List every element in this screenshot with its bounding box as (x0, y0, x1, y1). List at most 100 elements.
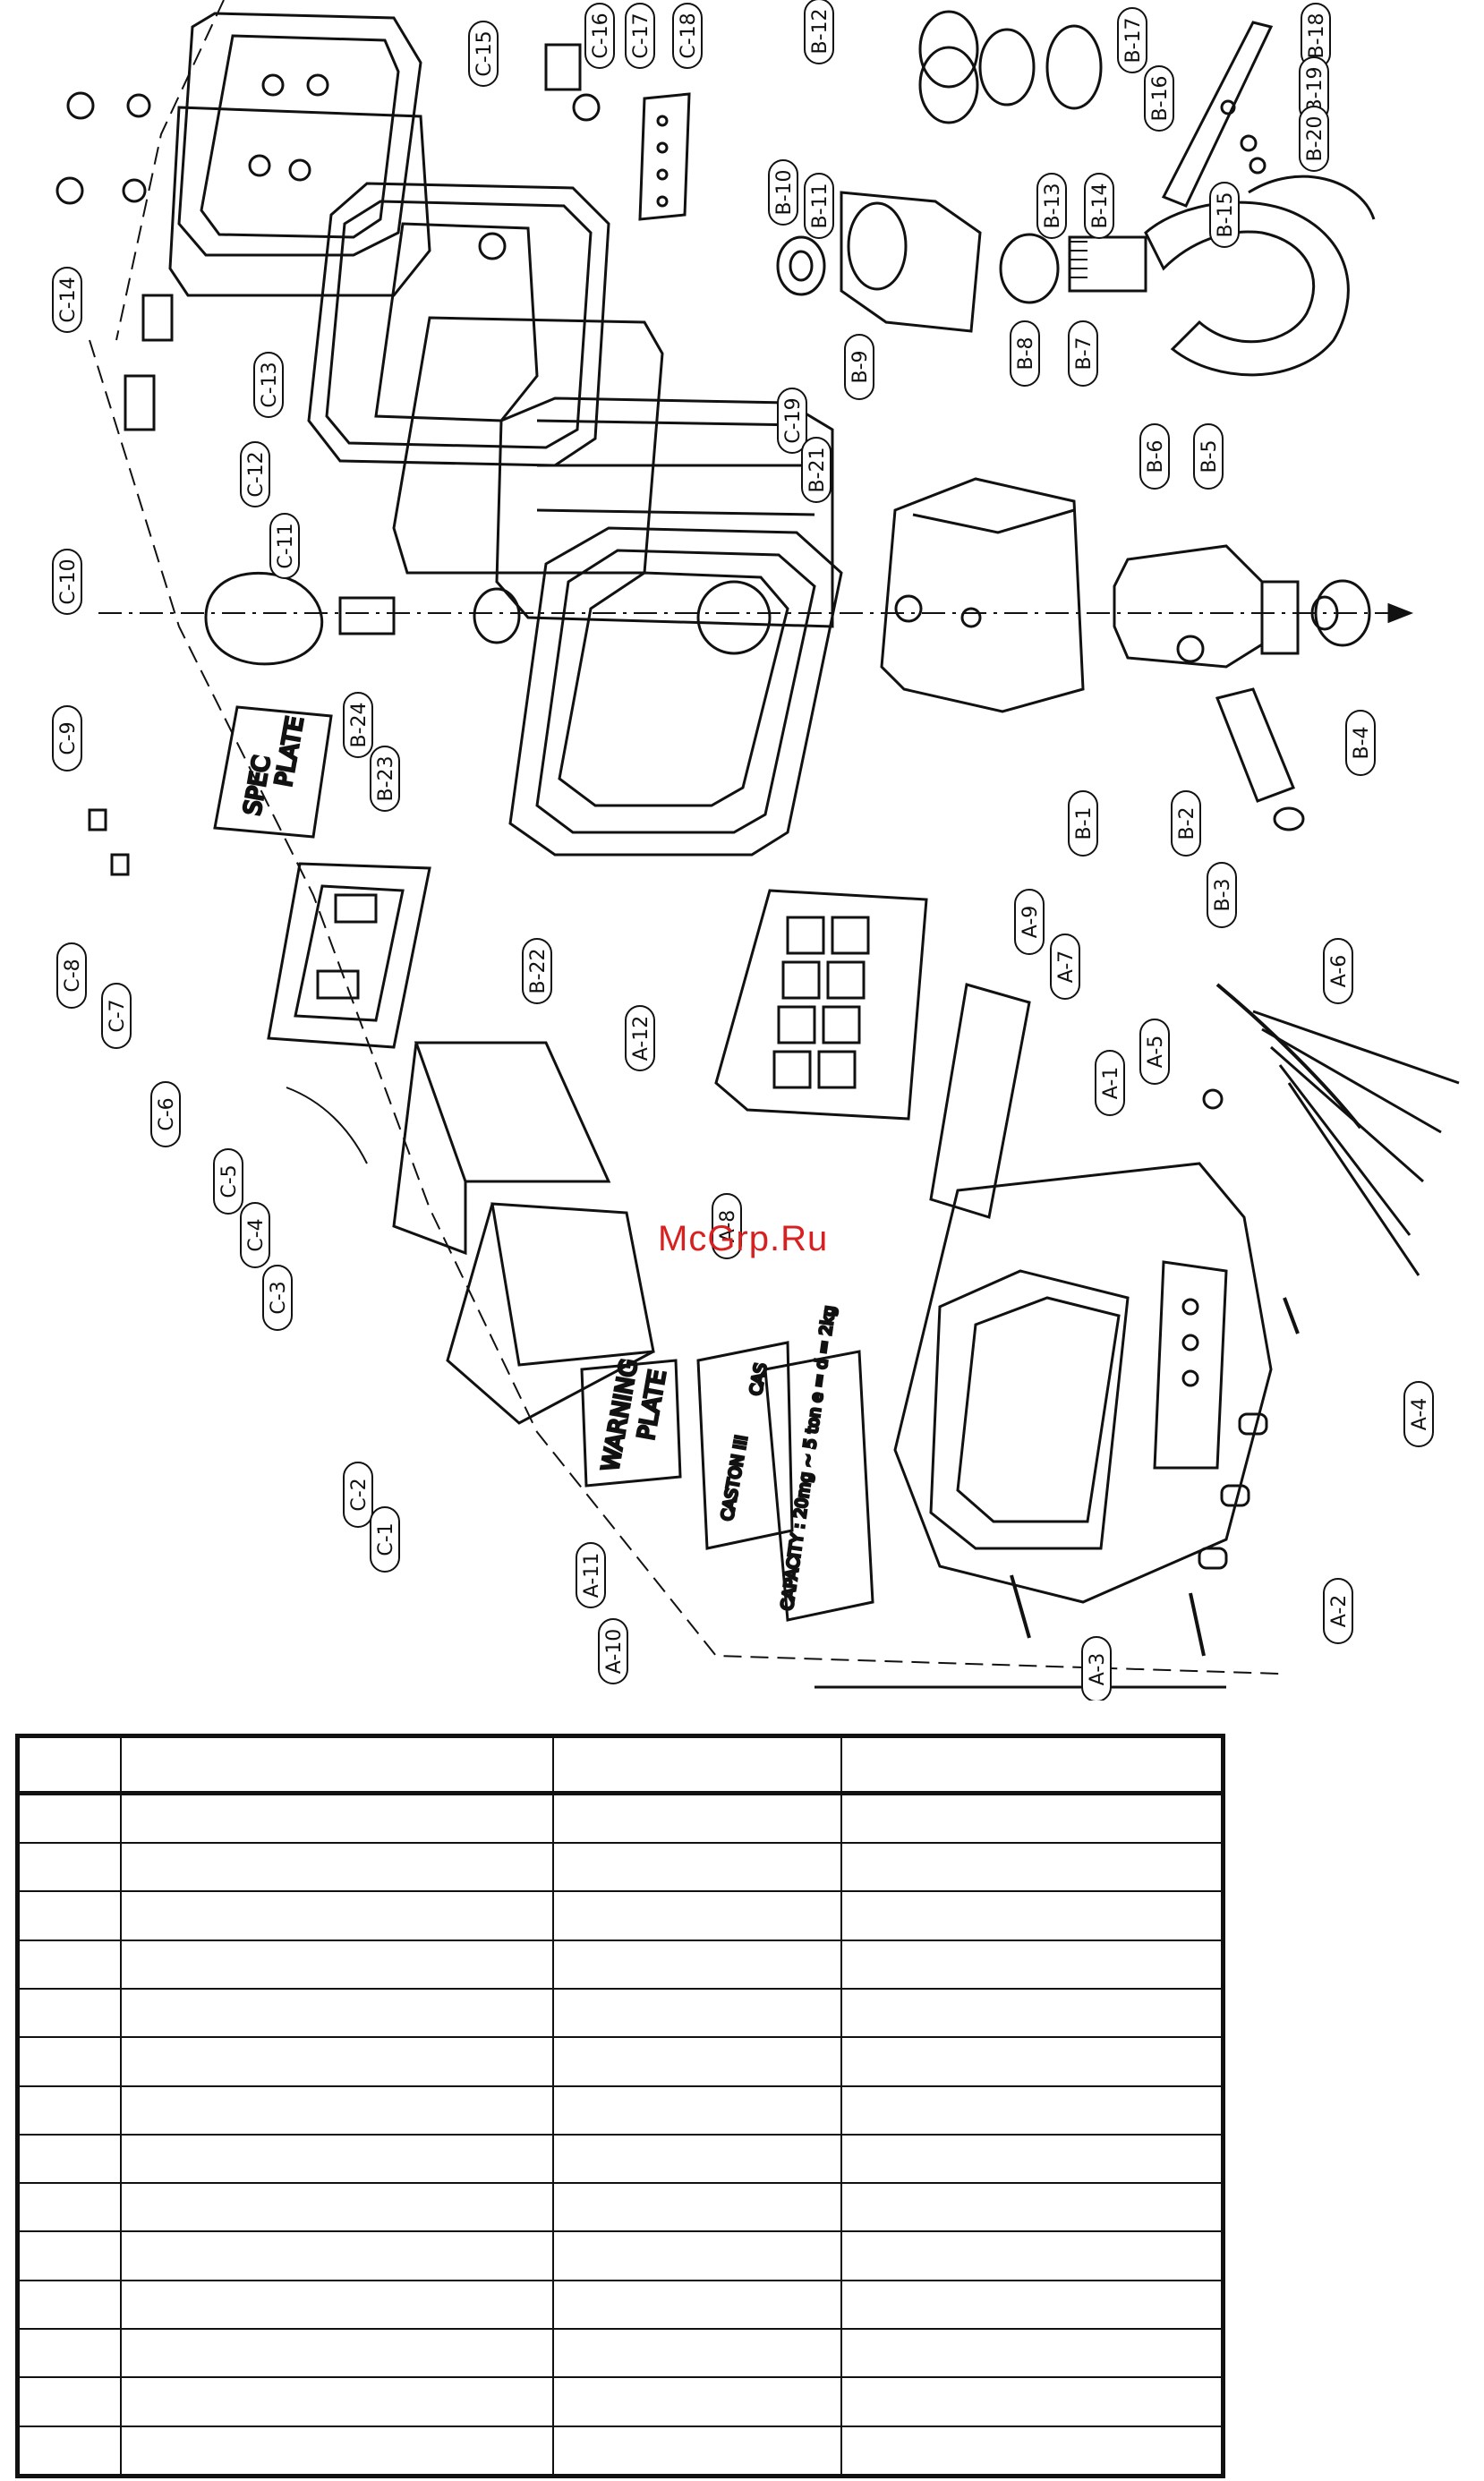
part-b14-ring (1045, 24, 1103, 110)
part-label-b-23: B-23 (370, 746, 400, 812)
table-row (16, 1939, 1224, 1990)
part-label-b-8: B-8 (1010, 320, 1040, 387)
table-cell (119, 2085, 554, 2136)
part-label-b-19: B-19 (1299, 56, 1329, 123)
part-label-c-14: C-14 (52, 267, 82, 333)
table-cell (551, 2425, 842, 2477)
part-label-b-15: B-15 (1209, 182, 1240, 248)
part-hook (1144, 200, 1350, 377)
part-label-text: A-5 (1145, 1036, 1167, 1069)
part-label-text: B-20 (1304, 115, 1326, 161)
table-cell (840, 1987, 1224, 2039)
part-label-c-9: C-9 (52, 705, 82, 772)
part-label-b-5: B-5 (1193, 423, 1224, 490)
table-cell (16, 1987, 122, 2039)
part-label-b-21: B-21 (801, 437, 832, 503)
table-row (16, 2036, 1224, 2087)
parts-table-body (16, 1735, 1224, 2477)
part-label-c-2: C-2 (343, 1462, 373, 1528)
part-label-text: C-6 (156, 1097, 178, 1130)
part-label-c-6: C-6 (150, 1081, 181, 1147)
part-label-text: B-7 (1073, 337, 1096, 370)
table-cell (551, 2230, 842, 2281)
table-cell (119, 2328, 554, 2379)
part-label-text: C-12 (245, 451, 268, 497)
part-a2-connector (1238, 1412, 1268, 1436)
table-cell (551, 2328, 842, 2379)
part-label-text: A-9 (1019, 906, 1042, 939)
part-label-b-6: B-6 (1139, 423, 1170, 490)
part-label-b-18: B-18 (1301, 3, 1331, 69)
table-cell (119, 1735, 554, 1795)
part-b4-nut (1314, 579, 1371, 647)
watermark: McGrp.Ru (658, 1219, 829, 1258)
part-label-text: C-8 (62, 959, 84, 992)
part-label-text: C-9 (57, 721, 80, 755)
part-label-text: C-16 (590, 13, 612, 58)
part-label-a-1: A-1 (1095, 1050, 1125, 1116)
table-row (16, 1792, 1224, 1845)
part-label-c-17: C-17 (625, 3, 655, 69)
table-cell (840, 2376, 1224, 2427)
spec-plate-line1: SPEC (239, 754, 276, 817)
part-label-b-20: B-20 (1299, 106, 1329, 172)
part-label-text: B-16 (1149, 75, 1172, 121)
part-label-text: B-19 (1304, 66, 1326, 112)
part-label-b-11: B-11 (804, 173, 834, 239)
part-label-b-10: B-10 (768, 159, 798, 226)
part-label-a-7: A-7 (1050, 934, 1080, 1000)
part-label-c-3: C-3 (262, 1265, 293, 1331)
part-label-text: A-11 (581, 1553, 603, 1599)
table-cell (551, 2182, 842, 2233)
part-label-b-12: B-12 (804, 0, 834, 64)
part-label-text: B-14 (1089, 183, 1112, 228)
part-label-a-4: A-4 (1403, 1381, 1434, 1447)
part-label-c-8: C-8 (56, 942, 87, 1009)
part-b24-eyebolt (204, 571, 324, 666)
part-label-text: B-11 (809, 183, 832, 228)
table-cell (119, 1939, 554, 1990)
table-cell (551, 2133, 842, 2185)
part-a7-window-frame (929, 983, 1031, 1219)
part-label-c-10: C-10 (52, 549, 82, 615)
table-cell (16, 1939, 122, 1990)
part-b3-clip (1273, 806, 1305, 831)
part-label-text: C-11 (275, 523, 297, 568)
part-label-b-7: B-7 (1068, 320, 1098, 387)
table-cell (119, 1842, 554, 1893)
table-cell (840, 2036, 1224, 2087)
table-cell (119, 1890, 554, 1941)
part-a6-cable (1215, 983, 1362, 1130)
part-c1-warning-plate (580, 1359, 682, 1488)
part-b11-nut (840, 191, 982, 333)
part-label-a-8: A-8 (712, 1193, 742, 1259)
part-c6-pcb-bracket (267, 862, 431, 1049)
part-label-a-5: A-5 (1139, 1019, 1170, 1085)
table-cell (119, 2425, 554, 2477)
table-header-row (16, 1735, 1224, 1795)
part-c10-clip (141, 294, 174, 342)
table-cell (16, 2376, 122, 2427)
part-label-c-16: C-16 (584, 3, 615, 69)
part-label-text: B-5 (1198, 439, 1221, 473)
part-label-text: B-18 (1306, 13, 1328, 58)
table-cell (551, 2376, 842, 2427)
part-label-text: B-21 (806, 447, 829, 492)
part-c7-spec-plate (213, 705, 333, 839)
table-cell (840, 1842, 1224, 1893)
part-label-text: A-1 (1100, 1067, 1122, 1100)
caston-plate-text: CASTON III (718, 1434, 751, 1522)
part-label-b-24: B-24 (343, 692, 373, 758)
part-label-text: A-3 (1087, 1653, 1109, 1686)
part-label-text: A-12 (630, 1016, 652, 1061)
part-label-c-5: C-5 (213, 1148, 243, 1215)
part-label-b-9: B-9 (844, 334, 874, 400)
part-label-c-4: C-4 (240, 1202, 270, 1268)
part-label-b-2: B-2 (1171, 790, 1201, 857)
part-a11-caston-plate (696, 1341, 794, 1550)
part-label-text: B-3 (1212, 878, 1234, 911)
part-label-text: A-10 (603, 1629, 626, 1675)
part-b6-clevis (1113, 544, 1264, 669)
part-label-text: B-6 (1145, 439, 1167, 473)
